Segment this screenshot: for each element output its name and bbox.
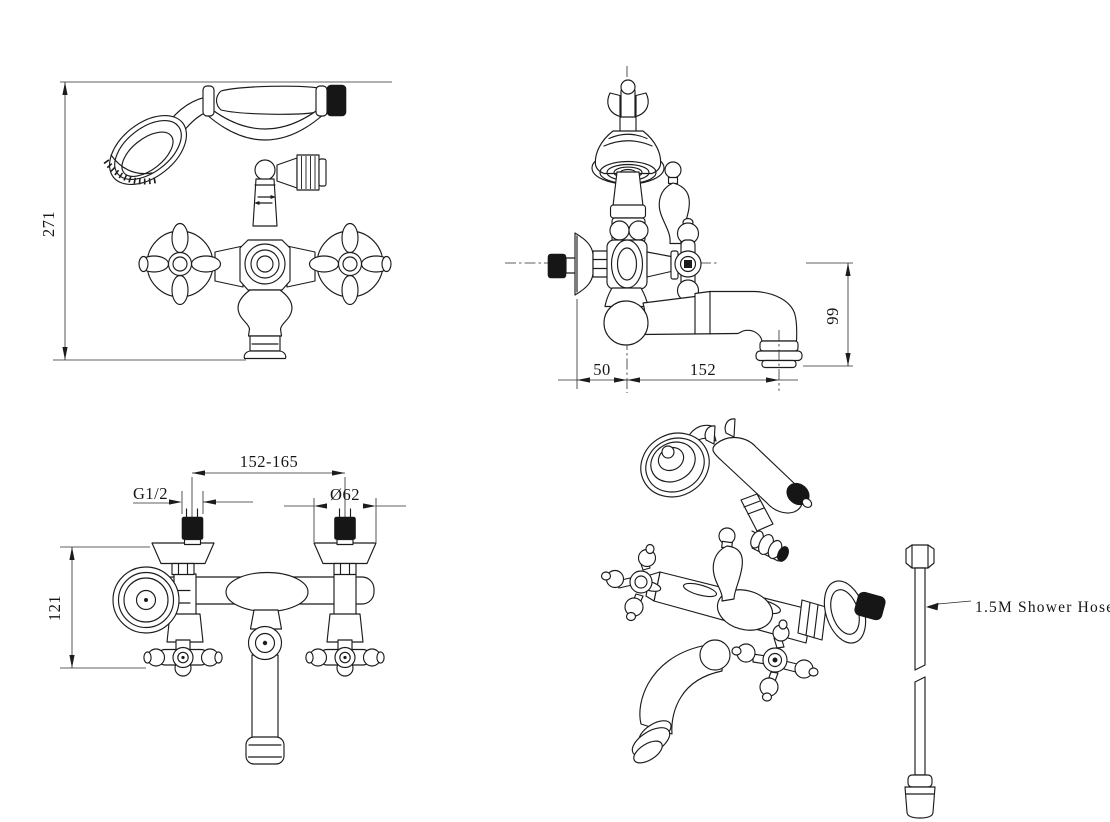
dim-spout-reach: 152 <box>690 360 716 379</box>
hose-callout-label: 1.5M Shower Hose <box>975 599 1110 616</box>
hand-shower-head-iso <box>640 432 710 498</box>
view-top: 152-165 G1/2 Ø62 121 <box>45 452 406 765</box>
dim-thread: G1/2 <box>133 484 168 503</box>
cross-handle-right-plan <box>305 639 385 677</box>
dim-center-distance: 152-165 <box>240 452 299 471</box>
view-isometric <box>600 418 886 764</box>
wall-union-nut <box>547 253 567 279</box>
dim-wall-offset: 50 <box>593 360 611 379</box>
cross-handle-side <box>674 217 702 307</box>
dim-overall-height: 271 <box>39 211 58 237</box>
cross-handle-left <box>138 222 222 306</box>
cross-handle-right <box>308 222 392 306</box>
handle-hose-nut <box>326 84 347 117</box>
dim-depth: 121 <box>45 595 64 621</box>
cross-handle-iso-front <box>731 619 819 702</box>
view-front: 271 <box>39 81 392 361</box>
inlet-nut-right <box>334 516 356 540</box>
shower-hose: 1.5M Shower Hose <box>904 544 1110 819</box>
wall-union-nut-iso <box>854 591 886 621</box>
view-side: 99 50 152 <box>505 66 853 393</box>
inlet-nut-left <box>181 516 204 540</box>
cross-handle-iso-left <box>600 543 657 622</box>
cross-handle-left-plan <box>143 639 223 677</box>
dim-flange-diameter: Ø62 <box>330 485 360 504</box>
dim-spout-drop: 99 <box>823 307 842 325</box>
